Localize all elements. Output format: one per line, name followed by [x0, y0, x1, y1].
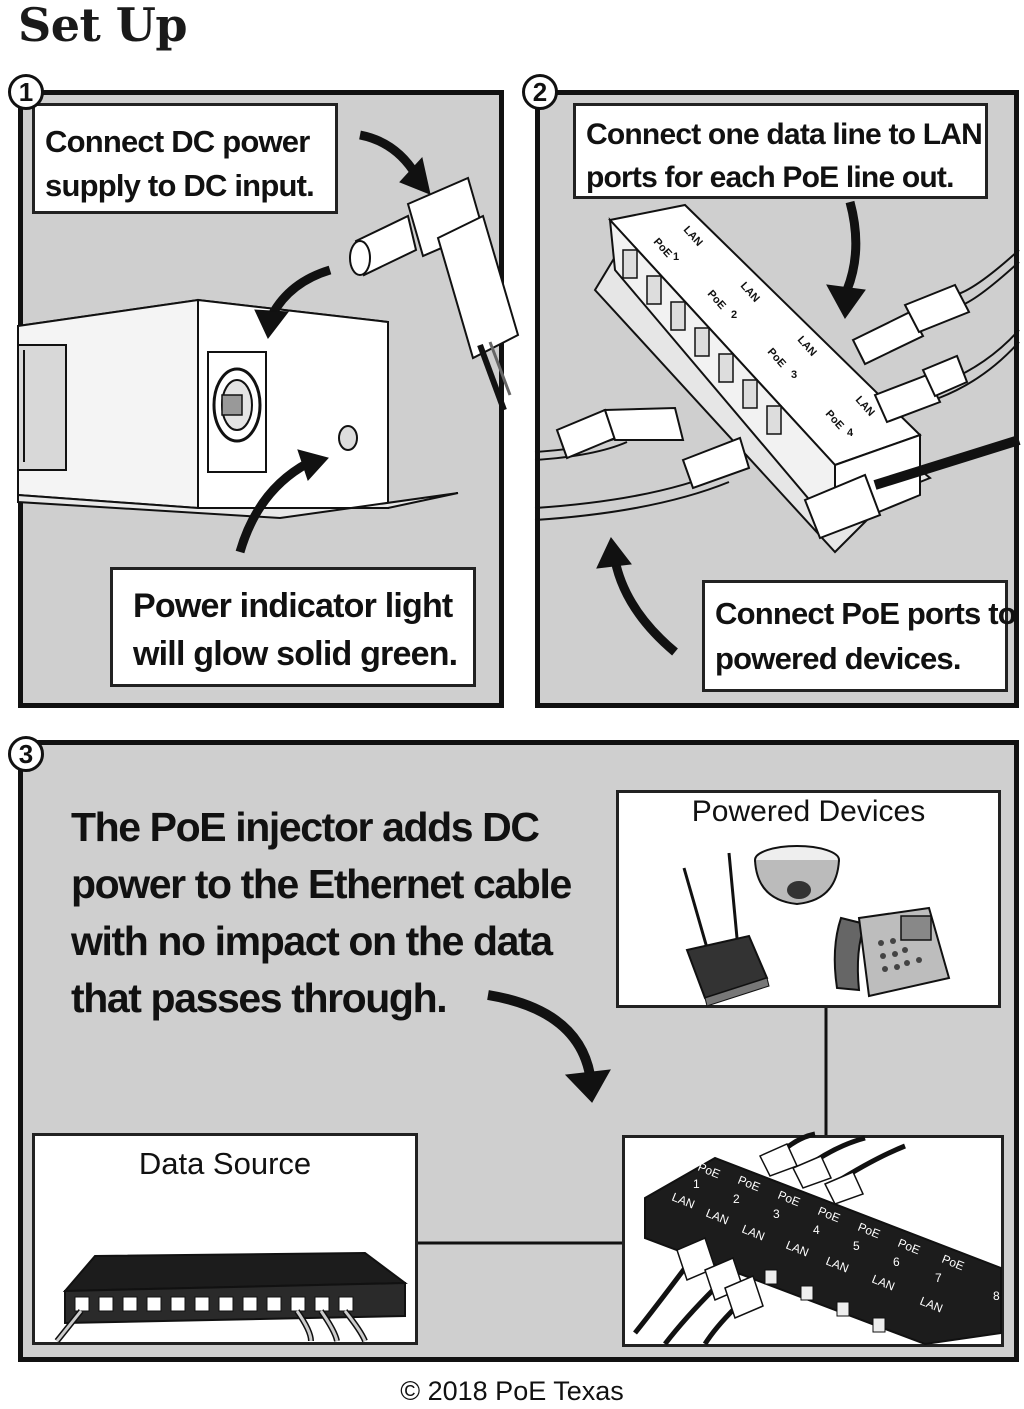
step-2-callout-lan: Connect one data line to LAN ports for e…: [573, 103, 988, 199]
step-1-callout-indicator: Power indicator light will glow solid gr…: [110, 567, 476, 687]
copyright-notice: © 2018 PoE Texas: [400, 1376, 624, 1406]
data-source-label: Data Source: [138, 1146, 312, 1181]
svg-text:1: 1: [673, 251, 679, 263]
step-2-callout-poe: Connect PoE ports to powered devices.: [702, 580, 1017, 692]
step-2-panel: PoE LAN PoE LAN PoE LAN PoE LAN 1 2 3 4: [534, 90, 1021, 708]
poe-injector-connection-illustration: PoE LAN PoE LAN PoE LAN PoE LAN 1 2 3 4: [534, 200, 1021, 656]
poe-injector-box: PoE PoE PoE PoE PoE PoE PoE 1 2 3 4 5 6 …: [622, 1131, 1004, 1347]
ip-phone-icon: [833, 906, 951, 998]
rj45-connector-icon: [851, 310, 925, 366]
dc-power-illustration: [17, 130, 520, 554]
network-switch-illustration: [54, 1251, 408, 1343]
wireless-router-icon: [682, 852, 770, 1007]
svg-text:2: 2: [731, 309, 737, 321]
dome-camera-icon: [754, 845, 840, 906]
step-3-panel: The PoE injector adds DC power to the Et…: [18, 740, 1019, 1362]
svg-text:7: 7: [935, 1271, 942, 1285]
svg-text:2: 2: [733, 1192, 740, 1206]
powered-devices-illustration: [682, 845, 951, 1007]
step-3-number-badge: 3: [8, 736, 44, 772]
svg-text:4: 4: [813, 1223, 820, 1237]
data-source-box: Data Source: [32, 1133, 418, 1345]
powered-devices-box: Powered Devices: [616, 790, 1001, 1008]
svg-text:5: 5: [853, 1239, 860, 1253]
svg-text:3: 3: [773, 1207, 780, 1221]
svg-text:4: 4: [847, 427, 854, 439]
step-2-number-badge: 2: [522, 74, 558, 110]
step-1-number-badge: 1: [8, 74, 44, 110]
poe-injector-closeup: PoE PoE PoE PoE PoE PoE PoE 1 2 3 4 5 6 …: [633, 1131, 1002, 1346]
step-1-callout-dc-power: Connect DC power supply to DC input.: [32, 103, 338, 214]
svg-text:1: 1: [693, 1177, 700, 1191]
step-3-description: The PoE injector adds DC power to the Et…: [71, 804, 572, 1021]
svg-text:3: 3: [791, 369, 797, 381]
svg-text:6: 6: [893, 1255, 900, 1269]
powered-devices-label: Powered Devices: [691, 795, 926, 828]
dc-plug-icon: [349, 176, 520, 412]
svg-text:8: 8: [993, 1289, 1000, 1303]
step-3-connectors: [413, 990, 828, 1245]
step-1-panel: Connect DC power supply to DC input. Pow…: [17, 90, 520, 708]
power-indicator-led: [338, 425, 358, 451]
page-title: Set Up: [18, 0, 188, 52]
